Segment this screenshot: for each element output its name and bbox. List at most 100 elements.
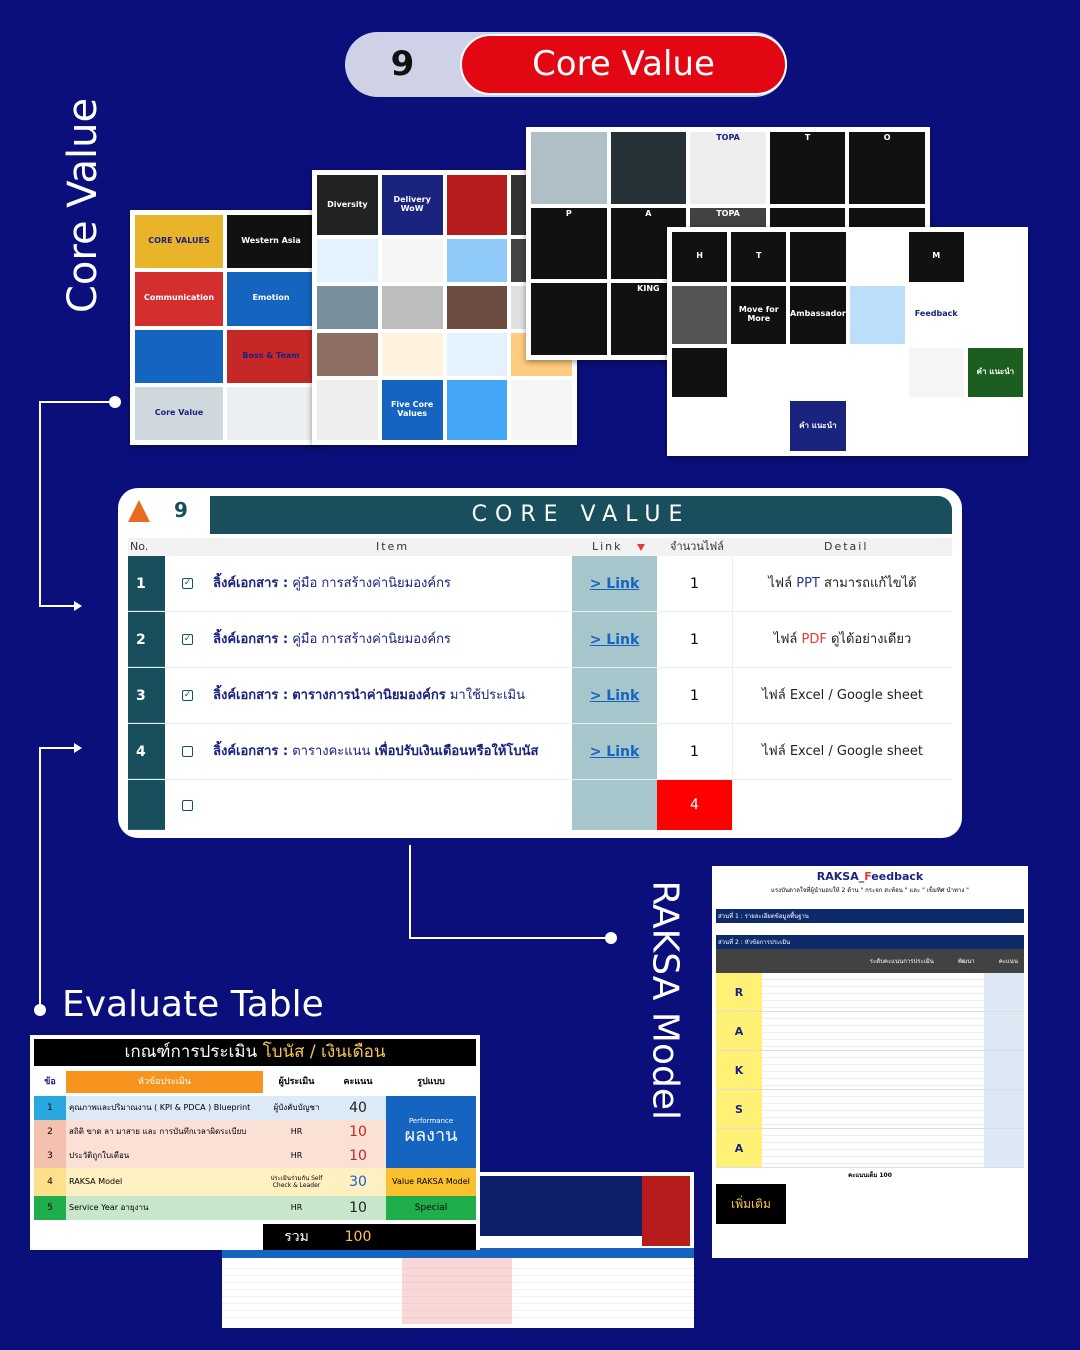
slide-thumbnail: O [849, 132, 925, 204]
file-count: 1 [657, 556, 733, 611]
checkbox[interactable] [182, 800, 193, 811]
slide-thumbnail [446, 239, 508, 283]
slide-thumbnail [531, 132, 607, 204]
slide-thumbnail: Five Core Values [381, 379, 443, 440]
checkbox[interactable]: ✓ [182, 578, 193, 589]
slide-thumbnail [672, 285, 728, 344]
row-number: 3 [128, 668, 165, 723]
section-2: ส่วนที่ 2 : หัวข้อการประเมิน [716, 935, 1024, 949]
raksa-section: R [716, 973, 1024, 1012]
section-number: 9 [390, 44, 415, 84]
slide-thumbnail: CORE VALUES [135, 215, 223, 269]
total-score: 100 [330, 1224, 386, 1250]
slide-thumbnail: Communication [135, 272, 223, 326]
slide-thumbnail [381, 286, 443, 329]
slide-thumbnail [849, 347, 905, 398]
slide-thumbnail [446, 379, 508, 440]
form-title: RAKSA_Feedback [816, 870, 924, 883]
header-no: No. [130, 538, 149, 556]
table-title: CORE VALUE [210, 496, 952, 534]
slide-thumbnail [849, 285, 905, 344]
slide-thumbnail [672, 347, 728, 398]
slide-thumbnail [967, 401, 1023, 451]
slide-thumbnail: Diversity [317, 175, 378, 236]
slide-thumbnail [849, 232, 905, 282]
detail-text: ไฟล์ Excel / Google sheet [761, 688, 923, 703]
checkbox[interactable]: ✓ [182, 690, 193, 701]
table-row: 3 ✓ ลิ้งค์เอกสาร : ตารางการนำค่านิยมองค์… [128, 668, 952, 724]
document-link[interactable]: > Link [572, 668, 657, 723]
connector-line [409, 845, 411, 939]
slide-thumbnail [317, 379, 378, 440]
slide-thumbnail [849, 401, 905, 451]
table-row: 2 ✓ ลิ้งค์เอกสาร : คู่มือ การสร้างค่านิย… [128, 612, 952, 668]
slide-thumbnail [135, 329, 223, 383]
raksa-feedback-form: RAKSA_Feedback แรงบันดาลใจที่ผู้นำมอบให้… [712, 866, 1028, 1258]
checkbox[interactable] [182, 746, 193, 757]
slide-thumbnail [731, 401, 787, 451]
item-text: ลิ้งค์เอกสาร : คู่มือ การสร้างค่านิยมองค… [213, 576, 451, 591]
raksa-section: A [716, 1012, 1024, 1051]
slide-thumbnail [731, 347, 787, 398]
slide-thumbnail [908, 401, 964, 451]
slide-thumbnail [446, 286, 508, 329]
core-value-table: 9 CORE VALUE No. Item Link จำนวนไฟล์ Det… [118, 488, 962, 838]
item-text: ลิ้งค์เอกสาร : ตารางการนำค่านิยมองค์กร ม… [213, 688, 526, 703]
connector-line [40, 401, 115, 403]
slide-thumbnail [446, 175, 508, 236]
filter-icon[interactable] [637, 544, 645, 551]
slide-thumbnail: Ambassador [790, 285, 846, 344]
item-text: ลิ้งค์เอกสาร : ตารางคะแนน เพื่อปรับเงินเ… [213, 744, 539, 759]
slide-thumbnail: T [731, 232, 787, 282]
slide-thumbnail [317, 239, 378, 283]
header-row [128, 538, 952, 556]
connector-line [39, 605, 75, 607]
slide-thumbnail: คำ แนะนำ [967, 347, 1023, 398]
eval-title: เกณฑ์การประเมิน โบนัส / เงินเดือน [34, 1039, 476, 1066]
raksa-section: A [716, 1129, 1024, 1168]
detail-text: ไฟล์ Excel / Google sheet [761, 744, 923, 759]
document-link[interactable]: > Link [572, 612, 657, 667]
document-link[interactable]: > Link [572, 556, 657, 611]
eval-header: รูปแบบ [417, 1076, 445, 1087]
slide-thumbnail [317, 286, 378, 329]
slide-thumbnail [511, 379, 572, 440]
slide-thumbnail [381, 332, 443, 376]
slide-thumbnail: Boss & Team [227, 329, 315, 383]
slide-thumbnail: M [908, 232, 964, 282]
connector-dot [109, 396, 121, 408]
form-subtitle: แรงบันดาลใจที่ผู้นำมอบให้ 2 ด้าน " กระจก… [771, 887, 969, 894]
slide-thumbnail: TOPA [690, 132, 766, 204]
type-special: Special [386, 1196, 476, 1220]
slide-thumbnail [790, 232, 846, 282]
table-row-total: 4 [128, 780, 952, 830]
arrow-icon [74, 601, 82, 611]
eval-header: หัวข้อประเมิน [66, 1071, 263, 1093]
logo-icon [128, 500, 150, 522]
raksa-section: K [716, 1051, 1024, 1090]
slide-thumbnail [967, 285, 1023, 344]
slide-thumbnail: Delivery WoW [381, 175, 443, 236]
row-number: 1 [128, 556, 165, 611]
connector-line [39, 401, 41, 607]
connector-line [409, 937, 609, 939]
header-item: Item [376, 538, 410, 556]
slide-thumbnail: คำ แนะนำ [790, 401, 846, 451]
table-number: 9 [174, 498, 188, 522]
slide-thumbnail: Emotion [227, 272, 315, 326]
header-link: Link [592, 538, 623, 556]
slide-thumbnail [967, 232, 1023, 282]
slide-thumbnail [672, 401, 728, 451]
slide-thumbnail [446, 332, 508, 376]
detail-text: ไฟล์ PDF ดูได้อย่างเดียว [773, 632, 912, 647]
eval-header: ผู้ประเมิน [278, 1076, 315, 1087]
checkbox[interactable]: ✓ [182, 634, 193, 645]
table-row: 4 ลิ้งค์เอกสาร : ตารางคะแนน เพื่อปรับเงิ… [128, 724, 952, 780]
arrow-icon [74, 743, 82, 753]
section-badge: 9 Core Value [345, 32, 787, 97]
raksa-section: S [716, 1090, 1024, 1129]
document-link[interactable]: > Link [572, 724, 657, 779]
